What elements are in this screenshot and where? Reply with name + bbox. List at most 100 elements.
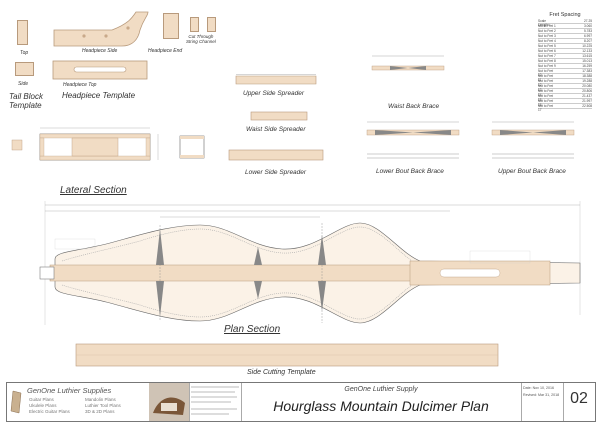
tail-block-template-label: Tail Block Template [9, 92, 43, 110]
logo-dulcimer-icon [10, 389, 24, 415]
top-piece-drawing [17, 20, 28, 45]
fret-row: Nut to Fret 15 21.437 [538, 94, 592, 102]
upper-side-spreader-drawing [235, 74, 317, 85]
fret-distance: 5.783 [584, 29, 592, 33]
supplier-name: GenOne Luthier Supply [344, 386, 418, 393]
side-piece-drawing [15, 62, 34, 76]
string-channel-piece-right [207, 17, 216, 32]
fret-label: Nut to Fret 9 [538, 64, 556, 68]
headpiece-template-label: Headpiece Template [62, 91, 136, 100]
headpiece-side-label: Headpiece Side [82, 48, 118, 54]
fret-label: Nut to Fret 16 [538, 99, 554, 107]
company-cell: GenOne Luthier Supplies Guitar Plans Uku… [7, 383, 150, 421]
fret-distance: 6.997 [584, 34, 592, 38]
plan-section-label: Plan Section [224, 324, 281, 335]
plan-section-drawing [39, 201, 581, 325]
plan-title: Hourglass Mountain Dulcimer Plan [273, 398, 489, 414]
fret-distance: 20.806 [582, 89, 592, 93]
tail-cross-section-drawing [11, 127, 205, 161]
headpiece-top-drawing [52, 60, 148, 80]
notes-cell [189, 383, 242, 421]
waist-side-spreader-label: Waist Side Spreader [246, 126, 306, 133]
fret-label: Nut to Fret 14 [538, 89, 554, 97]
waist-back-brace-label: Waist Back Brace [388, 103, 440, 110]
fret-distance: 21.997 [582, 99, 592, 103]
fret-distance: 15.013 [582, 59, 592, 63]
fret-row: Nut to Fret 9 16.259 [538, 64, 592, 69]
fret-label: Nut to Fret 11 [538, 74, 554, 82]
plan-link[interactable]: Guitar Plans [29, 397, 54, 402]
sheet-number: 02 [570, 390, 588, 407]
lower-side-spreader-drawing [228, 149, 324, 161]
plan-link[interactable]: Electric Guitar Plans [29, 409, 70, 414]
fret-distance: 8.207 [584, 39, 592, 43]
fret-label: Nut to Fret 4 [538, 39, 556, 43]
side-cutting-template-drawing [75, 343, 499, 367]
plan-link[interactable]: Ukulele Plans [29, 403, 57, 408]
fret-spacing-title: Fret Spacing [549, 12, 581, 18]
lower-side-spreader-label: Lower Side Spreader [245, 169, 307, 176]
fret-distance: 3.060 [584, 24, 592, 28]
lower-bout-back-brace-label: Lower Bout Back Brace [376, 168, 444, 175]
fret-row: Nut to Fret 3 6.997 [538, 34, 592, 39]
fret-row: Nut to Fret 8 15.013 [538, 59, 592, 64]
fret-distance: 16.259 [582, 64, 592, 68]
fret-row: Nut to Fret 2 5.783 [538, 29, 592, 34]
fret-row: Nut to Fret 6 12.133 [538, 49, 592, 54]
fret-row: Nut to Fret 1 3.060 [538, 24, 592, 29]
fret-label: Nut to Fret 15 [538, 94, 554, 102]
scale-length-label: Scale Length = [538, 19, 551, 27]
fret-distance: 13.615 [582, 54, 592, 58]
scale-length-value: 27.25 [584, 19, 592, 23]
date-cell: Date: Nov 10, 2016 Revised: Mar 31, 2018 [521, 383, 564, 421]
top-label: Top [20, 50, 29, 56]
fret-row: Nut to Fret 4 8.207 [538, 39, 592, 44]
headpiece-end-label: Headpiece End [148, 48, 183, 54]
fret-label: Nut to Fret 17 [538, 104, 554, 112]
fret-distance: 19.288 [582, 79, 592, 83]
plan-links-col2: Mandolin Plans Luthier Tool Plans 3D & 2… [85, 397, 121, 415]
fret-distance: 22.508 [582, 104, 592, 108]
fret-label: Nut to Fret 13 [538, 84, 554, 92]
fret-row: Nut to Fret 13 20.080 [538, 84, 592, 92]
waist-side-spreader-drawing [250, 111, 308, 121]
fret-label: Nut to Fret 1 [538, 24, 556, 28]
headpiece-end-drawing [163, 13, 179, 39]
scale-length-row: Scale Length = 27.25 [538, 19, 592, 27]
fret-label: Nut to Fret 10 [538, 69, 554, 77]
fret-distance: 12.133 [582, 49, 592, 53]
company-name: GenOne Luthier Supplies [27, 386, 112, 395]
product-image-cell [149, 383, 190, 421]
lateral-section-label: Lateral Section [60, 185, 127, 196]
fret-label: Nut to Fret 12 [538, 79, 554, 87]
fret-row: Nut to Fret 7 13.615 [538, 54, 592, 59]
plan-link[interactable]: 3D & 2D Plans [85, 409, 115, 414]
plan-title-cell: GenOne Luthier Supply Hourglass Mountain… [241, 383, 522, 421]
side-cutting-template-label: Side Cutting Template [247, 369, 316, 376]
fret-distance: 20.080 [582, 84, 592, 88]
lower-bout-back-brace-drawing [366, 121, 460, 159]
headpiece-top-label: Headpiece Top [63, 82, 97, 88]
plan-link[interactable]: Luthier Tool Plans [85, 403, 121, 408]
upper-side-spreader-label: Upper Side Spreader [243, 90, 305, 97]
fret-label: Nut to Fret 6 [538, 49, 556, 53]
cut-through-label: Cut Through String Channel [186, 34, 216, 44]
fret-row: Nut to Fret 12 19.288 [538, 79, 592, 87]
upper-bout-back-brace-label: Upper Bout Back Brace [498, 168, 566, 175]
fret-label: Nut to Fret 2 [538, 29, 556, 33]
fret-row: Nut to Fret 11 18.388 [538, 74, 592, 82]
fret-label: Nut to Fret 5 [538, 44, 556, 48]
fret-distance: 10.225 [582, 44, 592, 48]
fret-label: Nut to Fret 7 [538, 54, 556, 58]
fret-distance: 21.437 [582, 94, 592, 98]
fret-label: Nut to Fret 8 [538, 59, 556, 63]
plan-link[interactable]: Mandolin Plans [85, 397, 116, 402]
fret-label: Nut to Fret 3 [538, 34, 556, 38]
fret-distance: 18.388 [582, 74, 592, 78]
plan-links-col1: Guitar Plans Ukulele Plans Electric Guit… [29, 397, 70, 415]
title-block: GenOne Luthier Supplies Guitar Plans Uku… [6, 382, 596, 422]
headpiece-side-drawing [53, 11, 149, 47]
revised-text: Revised: Mar 31, 2018 [523, 393, 560, 397]
fret-row: Nut to Fret 16 21.997 [538, 99, 592, 107]
